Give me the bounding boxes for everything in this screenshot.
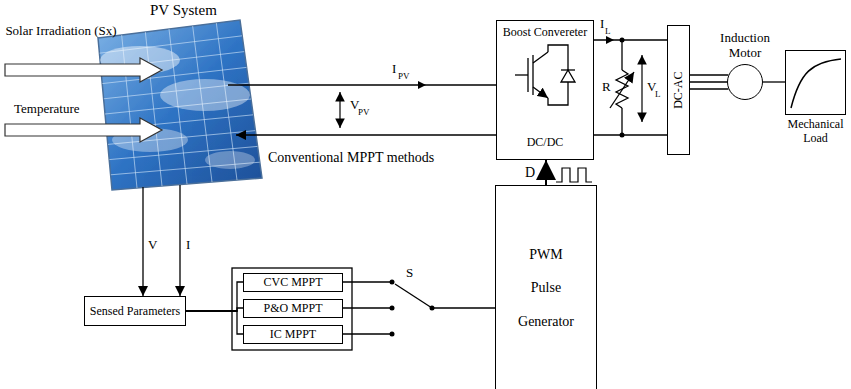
- node-text: Mechanical Load: [780, 118, 851, 146]
- signal-name: I: [392, 62, 396, 77]
- wire: [186, 282, 243, 311]
- irradiation-arrow: [5, 58, 162, 82]
- pwm-box: PWM Pulse Generator: [495, 185, 597, 389]
- signal-name: V: [148, 238, 157, 253]
- motor-circle: Induction Motor: [727, 64, 763, 100]
- junction-dot: [620, 133, 625, 138]
- collector: [533, 52, 548, 63]
- cloud: [160, 79, 250, 111]
- method-note: Conventional MPPT methods: [268, 150, 434, 166]
- load-return-wire: [594, 134, 667, 135]
- resistor-lead: [621, 40, 622, 70]
- signal-subscript: PV: [398, 71, 410, 81]
- input-label: Solar Irradiation (Sx): [2, 24, 120, 39]
- gate-plate: [527, 58, 528, 92]
- current-sense-wire: [179, 185, 180, 296]
- selector-switch: [343, 282, 495, 334]
- node-text: IC MPPT: [270, 327, 316, 341]
- input-label: Temperature: [14, 102, 80, 117]
- node-text: Sensed Parameters: [90, 304, 180, 318]
- node-text: Boost Convereter: [503, 25, 587, 39]
- wire: [763, 81, 785, 82]
- cloud: [205, 151, 255, 169]
- switch-blade: [395, 284, 432, 308]
- signal-subscript: PV: [358, 107, 370, 117]
- mppt-group-box: [232, 268, 352, 350]
- igbt-symbol: [515, 45, 575, 105]
- switch-wire: [343, 333, 392, 334]
- mppt-box: IC MPPT: [243, 325, 343, 344]
- temperature-arrow: [5, 118, 162, 142]
- signal-name: I: [186, 238, 190, 253]
- pv-top-wire: [228, 84, 496, 85]
- wire: [690, 81, 727, 82]
- switch-wire: [343, 281, 392, 282]
- switch-wire: [343, 307, 392, 308]
- signal-name: V: [647, 80, 656, 95]
- wire: [186, 311, 243, 334]
- inverter-box: DC-AC: [667, 25, 690, 155]
- switch-contact: [390, 306, 395, 311]
- mppt-box: P&O MPPT: [243, 299, 343, 318]
- voltage-sense-wire: [142, 187, 143, 296]
- load-curve: [791, 59, 841, 108]
- phase-wire: [690, 74, 728, 75]
- emitter: [533, 87, 548, 98]
- wire: [594, 39, 667, 40]
- phase-wire: [690, 88, 728, 89]
- resistor-symbol: [610, 40, 634, 135]
- gate-lead: [515, 74, 528, 75]
- switch-name: S: [406, 266, 413, 281]
- pulse-symbol: [556, 168, 592, 182]
- switch-contact: [390, 280, 395, 285]
- diode-bar: [561, 69, 575, 70]
- load-voltage-arrow: [641, 55, 642, 122]
- node-text: PWM Pulse Generator: [518, 238, 574, 339]
- signal-name: I: [600, 17, 604, 32]
- node-text: Induction Motor: [709, 31, 781, 61]
- pv-return-wire: [236, 134, 496, 135]
- signal-subscript: L: [605, 26, 611, 36]
- diode-triangle: [561, 70, 575, 82]
- component-name: R: [602, 80, 611, 95]
- pv-panel: [98, 20, 262, 190]
- signal-arrow: [545, 160, 547, 185]
- variable-arrow: [610, 72, 634, 108]
- load-box: Mechanical Load: [785, 50, 846, 115]
- signal-name: V: [350, 98, 359, 113]
- voltage-arrow: [339, 92, 340, 128]
- current-arrow: [418, 81, 426, 89]
- signal-subscript: L: [655, 89, 661, 99]
- sensor-box: Sensed Parameters: [84, 296, 186, 326]
- node-text: CVC MPPT: [263, 275, 322, 289]
- switch-contact: [390, 332, 395, 337]
- switch-wire: [432, 307, 495, 308]
- resistor-lead: [621, 108, 622, 135]
- node-text: DC-AC: [671, 71, 685, 108]
- panel-cells: [99, 23, 259, 188]
- converter-box: Boost ConvereterDC/DC: [496, 20, 594, 160]
- channel-bar: [532, 55, 533, 95]
- edge-label: D: [524, 165, 536, 180]
- mppt-box: CVC MPPT: [243, 273, 343, 292]
- switch-pivot: [430, 306, 435, 311]
- node-text: P&O MPPT: [263, 301, 322, 315]
- system-title: PV System: [150, 2, 217, 19]
- node-text: DC/DC: [527, 135, 564, 149]
